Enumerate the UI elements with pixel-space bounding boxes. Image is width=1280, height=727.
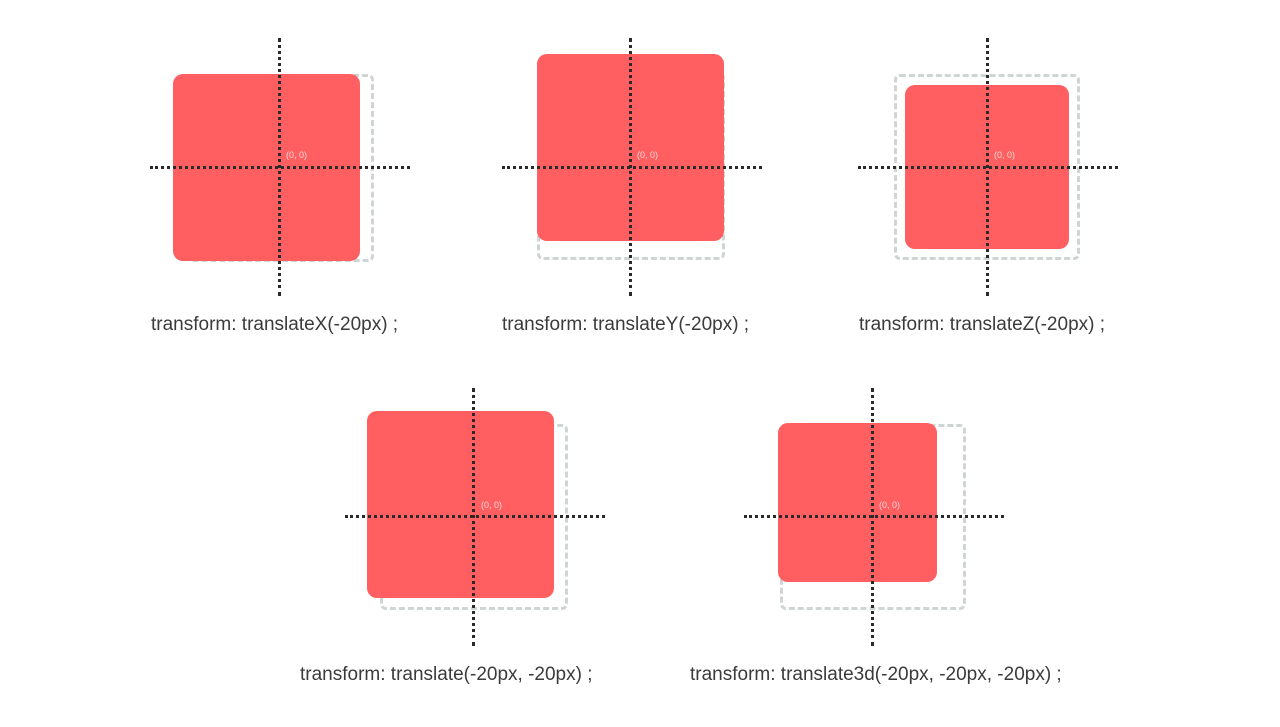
- y-axis-line: [629, 38, 632, 296]
- y-axis-line: [986, 38, 989, 296]
- x-axis-line: [345, 515, 605, 518]
- translated-box: [367, 411, 554, 598]
- caption: transform: translate(-20px, -20px) ;: [300, 664, 593, 685]
- origin-label: (0, 0): [637, 150, 659, 160]
- caption: transform: translateZ(-20px) ;: [859, 314, 1106, 335]
- caption: transform: translate3d(-20px, -20px, -20…: [690, 664, 1062, 685]
- translated-box: [778, 423, 937, 582]
- y-axis-line: [472, 388, 475, 646]
- y-axis-line: [278, 38, 281, 296]
- origin-label: (0, 0): [994, 150, 1016, 160]
- x-axis-line: [744, 515, 1004, 518]
- origin-label: (0, 0): [879, 500, 901, 510]
- origin-label: (0, 0): [481, 500, 503, 510]
- origin-label: (0, 0): [286, 150, 308, 160]
- x-axis-line: [502, 166, 762, 169]
- caption: transform: translateX(-20px) ;: [151, 314, 399, 335]
- caption: transform: translateY(-20px) ;: [502, 314, 750, 335]
- y-axis-line: [871, 388, 874, 646]
